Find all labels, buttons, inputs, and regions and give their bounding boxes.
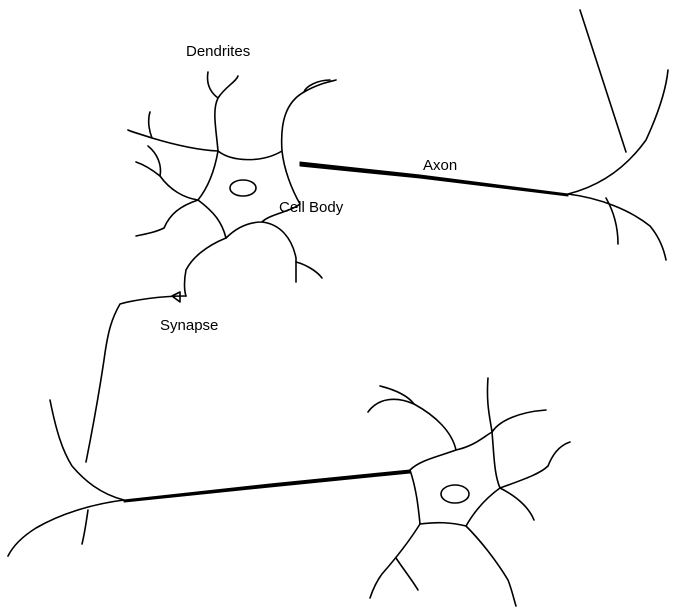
axon-terminal-branch [50,400,124,500]
axon-label: Axon [423,157,457,174]
cell-body-label: Cell Body [279,199,344,216]
dendrite [500,488,534,520]
synapse-terminal [172,292,180,302]
axon-terminal-branch [568,70,668,194]
dendrite [128,130,218,151]
dendrite [136,200,198,236]
dendrite [487,378,492,432]
axon-terminal-branch [8,500,124,556]
dendrite [396,558,418,590]
dendrite [282,80,336,151]
axon-terminal-branch [82,510,88,544]
neuron-upper [86,10,668,462]
dendrite [492,410,546,432]
synapse-label: Synapse [160,317,218,334]
dendrite [500,466,548,488]
dendrite [262,222,296,282]
dendrite [370,524,420,598]
dendrite [149,112,152,138]
dendrite [185,238,227,296]
dendrite [296,262,322,278]
axon [124,470,410,502]
dendrite [368,399,456,450]
axon-terminal-branch [580,10,626,152]
dendrite [466,526,516,606]
dendrite [136,162,198,200]
nucleus [230,180,256,196]
dendrite [207,72,218,151]
neuron-lower [8,378,570,606]
dendrites-label: Dendrites [186,43,250,60]
dendrite [218,76,238,98]
dendrite [548,442,570,466]
nucleus [441,485,469,503]
